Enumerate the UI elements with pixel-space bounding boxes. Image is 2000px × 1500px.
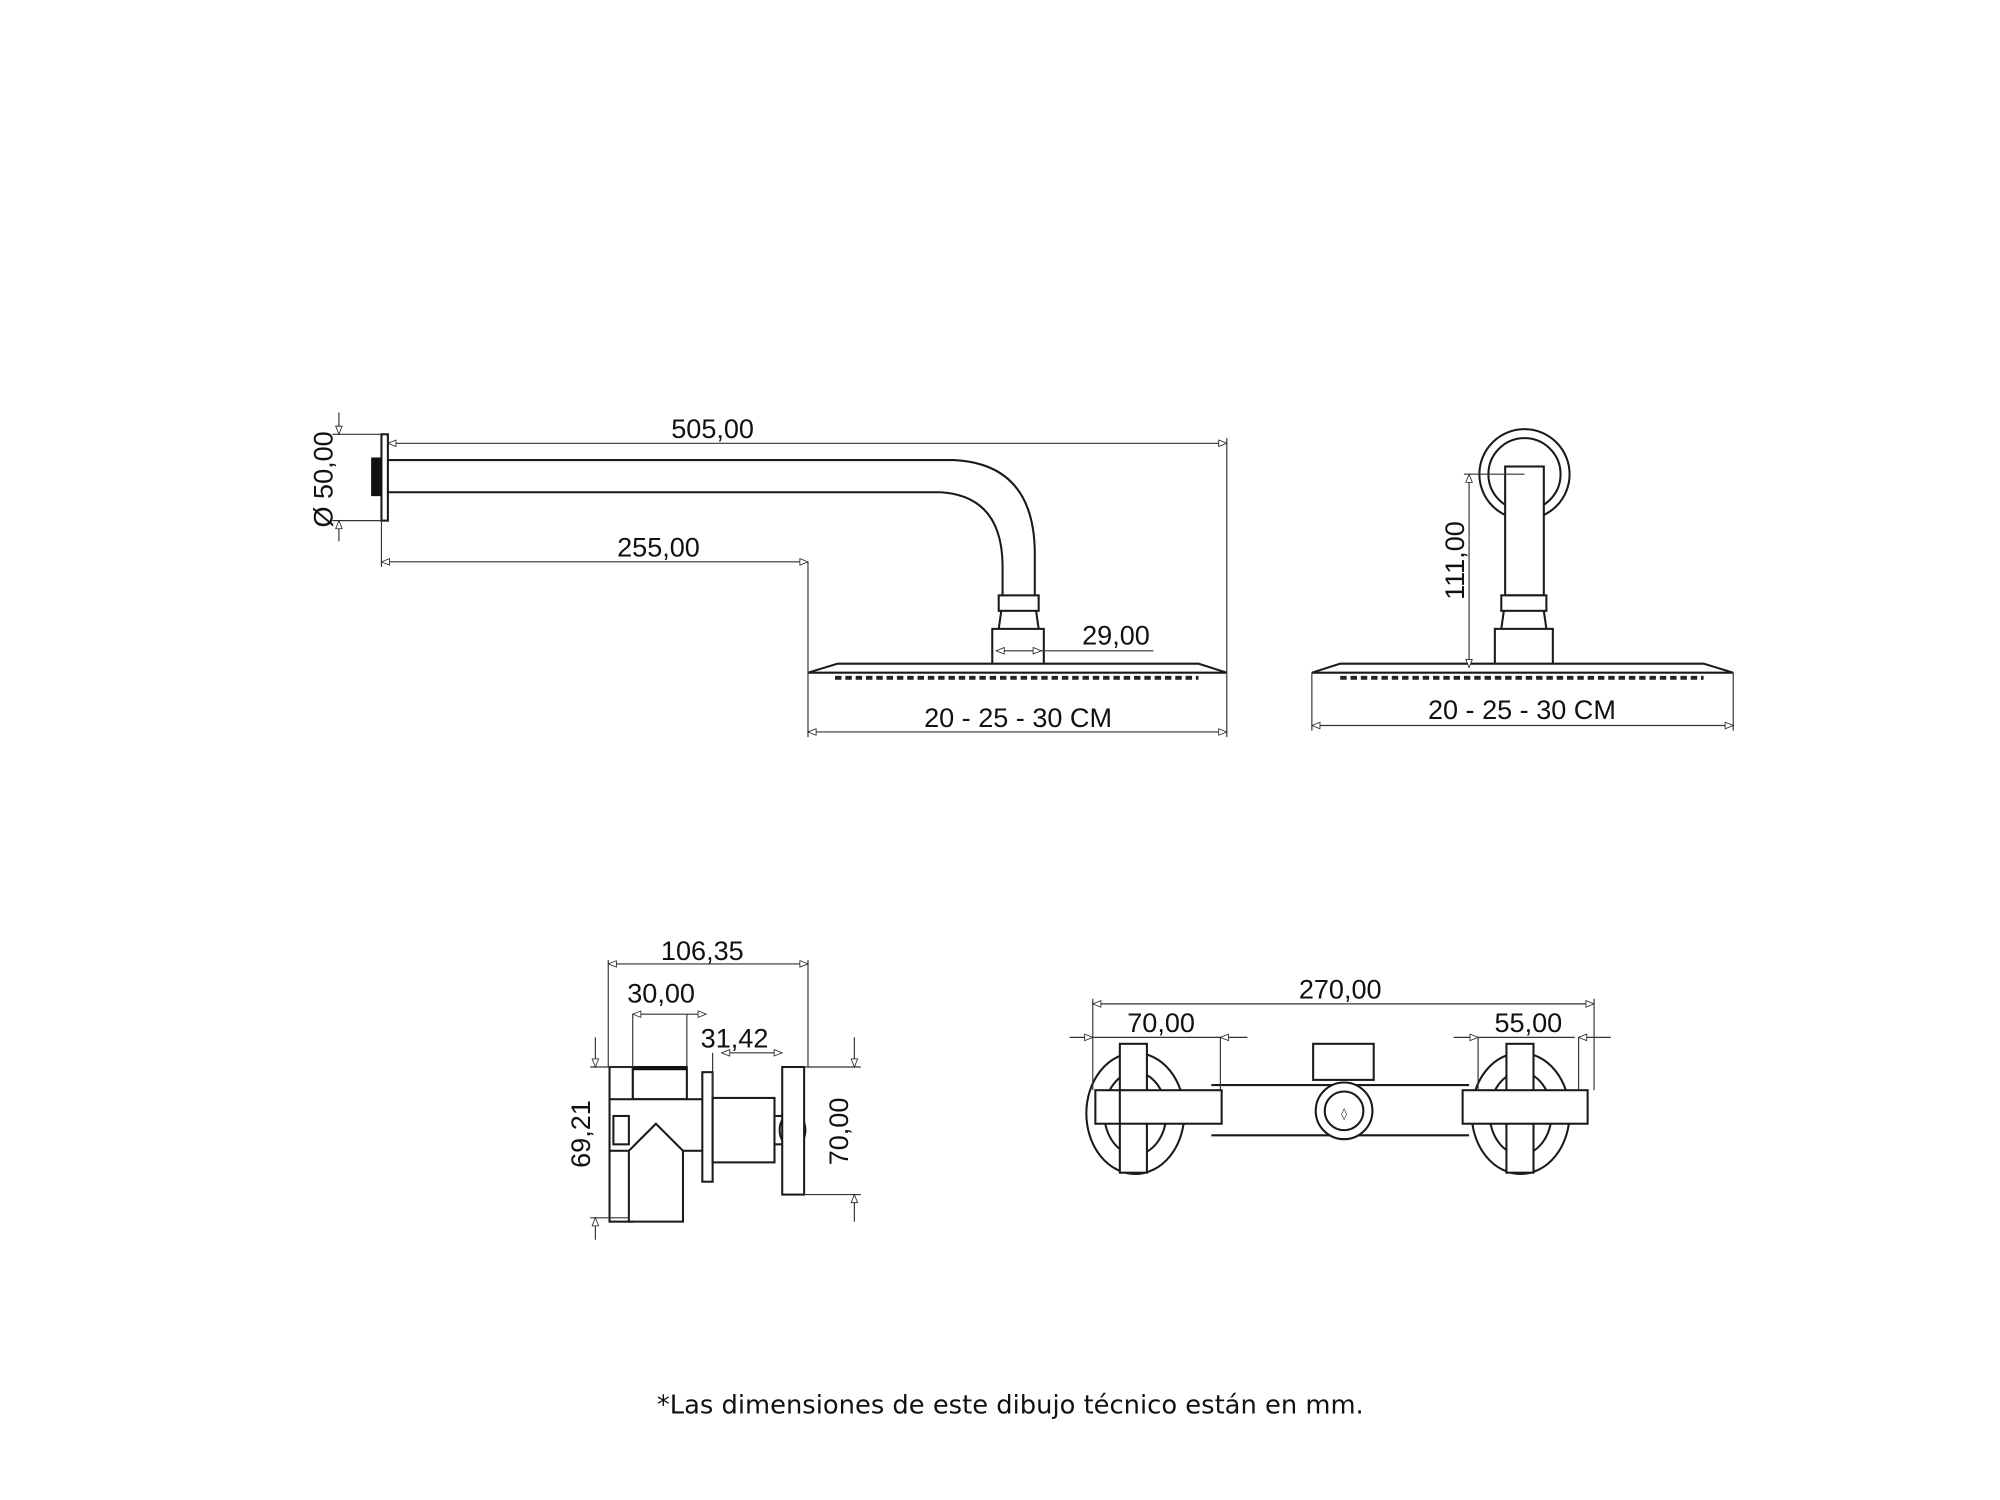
valve-outlet — [627, 1122, 685, 1223]
footer-note: *Las dimensiones de este dibujo técnico … — [657, 1391, 1364, 1421]
left-cross-handle — [1085, 1042, 1223, 1175]
shower-head-front — [1311, 662, 1734, 674]
dim-overall-width: 270,00 — [1299, 975, 1382, 1005]
dim-depth-total: 106,35 — [661, 936, 744, 966]
escutcheon — [701, 1071, 714, 1183]
drop-pipe — [1504, 465, 1545, 597]
dim-wall-to-head: 255,00 — [617, 533, 700, 563]
dim-handle-height: 70,00 — [824, 1098, 854, 1166]
cartridge — [711, 1096, 776, 1164]
dim-right-handle-width: 55,00 — [1495, 1008, 1563, 1038]
neck — [991, 627, 1045, 669]
dim-head-size-front: 20 - 25 - 30 CM — [1428, 695, 1616, 725]
dim-body-height: 69,21 — [566, 1100, 596, 1168]
svg-text:◊: ◊ — [1341, 1106, 1347, 1120]
shower-arm-front-view: 111,00 20 - 25 - 30 CM — [1310, 428, 1735, 731]
top-cap — [631, 1065, 688, 1101]
dim-drop-height: 111,00 — [1440, 521, 1470, 600]
arm-pipe-top — [387, 459, 1036, 597]
arm-pipe-bottom — [387, 491, 1004, 597]
right-cross-handle — [1461, 1042, 1589, 1175]
dim-body-depth: 31,42 — [701, 1024, 769, 1054]
shower-head — [807, 662, 1228, 674]
handle-bar — [781, 1065, 806, 1196]
dim-head-size: 20 - 25 - 30 CM — [924, 703, 1112, 733]
dim-neck-width: 29,00 — [1082, 620, 1150, 650]
wall-connector — [371, 457, 382, 497]
dim-left-handle-width: 70,00 — [1127, 1008, 1195, 1038]
dim-cap-depth: 30,00 — [627, 979, 695, 1009]
mixer-side-view: 106,35 30,00 31,42 69,21 70,00 — [566, 936, 861, 1240]
dim-flange-diameter: Ø 50,00 — [308, 431, 338, 527]
dim-overall-length: 505,00 — [671, 414, 754, 444]
nut — [612, 1114, 630, 1146]
collar — [997, 594, 1040, 612]
mixer-front-view: ◊ 270,00 70,00 55,00 — [1069, 975, 1611, 1175]
shower-arm-side-view: 505,00 255,00 20 - 25 - 30 CM 29,00 Ø 50… — [308, 412, 1228, 738]
diverter-cap — [1312, 1042, 1375, 1081]
wall-flange — [380, 433, 389, 522]
